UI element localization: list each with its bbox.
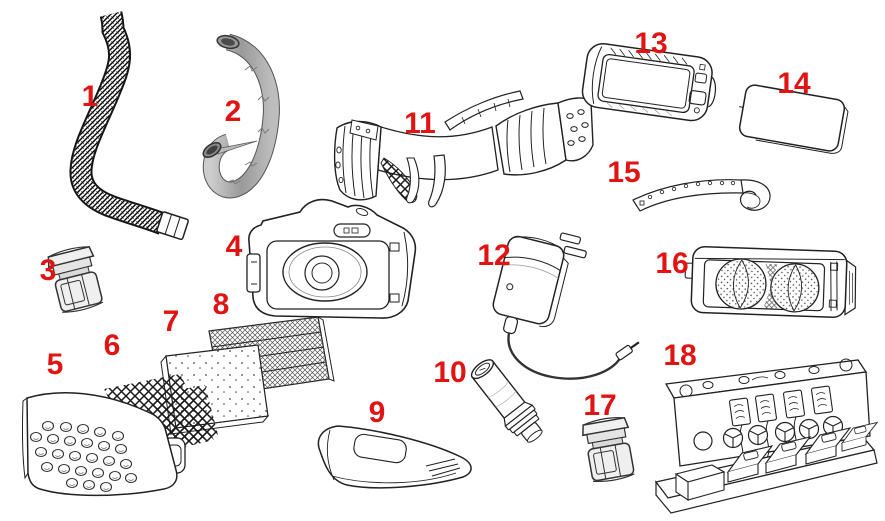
part-18-label: 18: [663, 339, 697, 372]
filter-unit-drawing: [684, 245, 857, 318]
part-1-label: 1: [81, 80, 99, 113]
rubber-breathing-tube-drawing: [202, 33, 280, 199]
part-2-label: 2: [224, 95, 242, 128]
part-5-label: 5: [46, 348, 64, 381]
tube-coupling-drawing: [579, 414, 638, 485]
part-16-label: 16: [655, 247, 689, 280]
blower-unit-drawing: [246, 198, 417, 319]
battery-charger-drawing: [492, 232, 640, 380]
part-17-label: 17: [583, 389, 617, 422]
part-15-label: 15: [607, 156, 641, 189]
multi-station-charger-rack-drawing: [654, 358, 878, 514]
filter-cartridge-drawing: [470, 359, 543, 443]
part-3-label: 3: [39, 254, 57, 287]
part-8-label: 8: [212, 288, 230, 321]
part-4-label: 4: [225, 230, 243, 263]
perforated-filter-cover-drawing: [21, 391, 186, 497]
sweatband-strap-drawing: [632, 179, 771, 212]
visor-lens-drawing: [738, 84, 849, 154]
fabric-breathing-tube-drawing: [69, 11, 189, 241]
part-7-label: 7: [162, 305, 180, 338]
part-9-label: 9: [368, 396, 386, 429]
visor-frame-drawing: [581, 43, 717, 122]
part-12-label: 12: [477, 239, 511, 272]
part-14-label: 14: [777, 67, 811, 100]
head-harness-drawing: [333, 90, 594, 208]
part-6-label: 6: [103, 329, 121, 362]
part-11-label: 11: [404, 107, 436, 140]
battery-pack-drawing: [317, 425, 472, 489]
part-13-label: 13: [634, 27, 668, 60]
part-10-label: 10: [433, 356, 467, 389]
